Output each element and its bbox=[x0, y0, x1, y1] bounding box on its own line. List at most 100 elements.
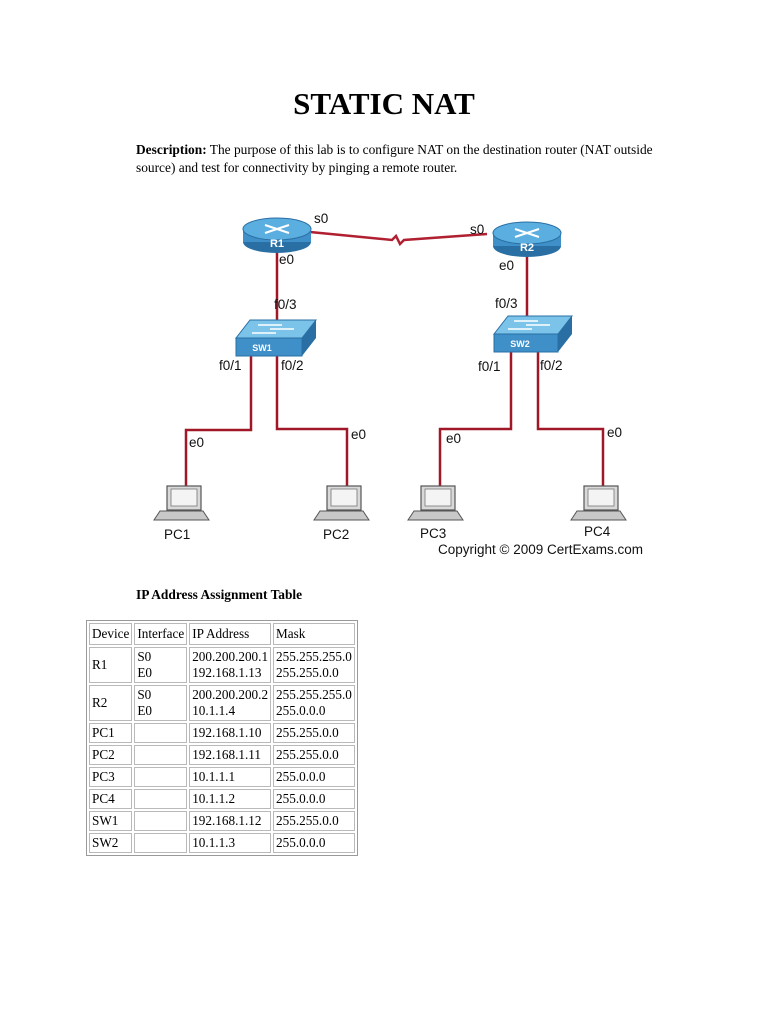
cell-interface bbox=[134, 789, 188, 809]
label-pc1-e0: e0 bbox=[189, 435, 204, 450]
cell-mask-line: 255.0.0.0 bbox=[276, 791, 326, 806]
label-pc4-e0: e0 bbox=[607, 425, 622, 440]
table-header-row: Device Interface IP Address Mask bbox=[89, 623, 355, 645]
computer-icon bbox=[407, 485, 464, 521]
router-arrows-icon bbox=[514, 228, 540, 238]
label-r1-e0: e0 bbox=[279, 252, 294, 267]
table-row: PC1 192.168.1.10 255.255.0.0 bbox=[89, 723, 355, 743]
label-sw1-f01: f0/1 bbox=[219, 358, 242, 373]
switch-arrows-icon bbox=[252, 324, 294, 334]
cell-mask-line: 255.255.0.0 bbox=[276, 665, 339, 680]
cell-mask-line: 255.255.0.0 bbox=[276, 813, 339, 828]
cell-mask: 255.0.0.0 bbox=[273, 789, 355, 809]
label-r1-s0: s0 bbox=[314, 211, 328, 226]
cell-mask-line: 255.255.255.0 bbox=[276, 649, 352, 664]
cell-interface-line: S0 bbox=[137, 649, 152, 664]
cell-mask-line: 255.0.0.0 bbox=[276, 835, 326, 850]
label-pc1: PC1 bbox=[164, 527, 190, 542]
computer-icon bbox=[570, 485, 627, 521]
label-pc4: PC4 bbox=[584, 524, 611, 539]
cell-ip-address-line: 192.168.1.12 bbox=[192, 813, 262, 828]
cell-interface bbox=[134, 723, 188, 743]
cell-ip-address-line: 192.168.1.11 bbox=[192, 747, 261, 762]
col-interface: Interface bbox=[134, 623, 188, 645]
cell-ip-address-line: 10.1.1.2 bbox=[192, 791, 236, 806]
label-r2-s0: s0 bbox=[470, 222, 484, 237]
cell-mask-line: 255.255.0.0 bbox=[276, 747, 339, 762]
col-device: Device bbox=[89, 623, 133, 645]
cell-interface bbox=[134, 745, 188, 765]
cell-ip-address: 10.1.1.1 bbox=[189, 767, 272, 787]
col-mask: Mask bbox=[273, 623, 355, 645]
cell-device: R1 bbox=[89, 647, 133, 683]
table-row: SW2 10.1.1.3 255.0.0.0 bbox=[89, 833, 355, 853]
description: Description: The purpose of this lab is … bbox=[136, 141, 688, 177]
cell-interface-line: E0 bbox=[137, 665, 152, 680]
label-pc2: PC2 bbox=[323, 527, 349, 542]
cell-device: SW2 bbox=[89, 833, 133, 853]
label-sw1-f03: f0/3 bbox=[274, 297, 297, 312]
description-label: Description: bbox=[136, 142, 207, 157]
pc4 bbox=[570, 485, 627, 521]
table-row: PC4 10.1.1.2 255.0.0.0 bbox=[89, 789, 355, 809]
cell-mask: 255.255.0.0 bbox=[273, 811, 355, 831]
table-heading: IP Address Assignment Table bbox=[136, 587, 303, 602]
cell-mask: 255.0.0.0 bbox=[273, 833, 355, 853]
cell-mask-line: 255.0.0.0 bbox=[276, 769, 326, 784]
cell-interface-line: E0 bbox=[137, 703, 152, 718]
cell-mask-line: 255.255.255.0 bbox=[276, 687, 352, 702]
cell-interface bbox=[134, 833, 188, 853]
cell-device: PC4 bbox=[89, 789, 133, 809]
cell-ip-address: 192.168.1.11 bbox=[189, 745, 272, 765]
cell-ip-address-line: 192.168.1.13 bbox=[192, 665, 262, 680]
cell-mask-line: 255.0.0.0 bbox=[276, 703, 326, 718]
cell-device: PC2 bbox=[89, 745, 133, 765]
switch-sw1-label: SW1 bbox=[252, 343, 272, 353]
cell-device: PC3 bbox=[89, 767, 133, 787]
label-pc3-e0: e0 bbox=[446, 431, 461, 446]
cell-device: PC1 bbox=[89, 723, 133, 743]
router-arrows-icon bbox=[264, 224, 290, 234]
table-row: PC2 192.168.1.11 255.255.0.0 bbox=[89, 745, 355, 765]
cell-interface bbox=[134, 811, 188, 831]
cell-ip-address: 10.1.1.3 bbox=[189, 833, 272, 853]
cell-ip-address-line: 192.168.1.10 bbox=[192, 725, 262, 740]
cell-ip-address-line: 200.200.200.2 bbox=[192, 687, 269, 702]
page-title: STATIC NAT bbox=[293, 86, 475, 121]
table-row: SW1 192.168.1.12 255.255.0.0 bbox=[89, 811, 355, 831]
ethernet-links bbox=[184, 250, 605, 487]
label-pc3: PC3 bbox=[420, 526, 446, 541]
cell-mask: 255.255.0.0 bbox=[273, 745, 355, 765]
computer-icon bbox=[153, 485, 210, 521]
table-row: PC3 10.1.1.1 255.0.0.0 bbox=[89, 767, 355, 787]
cell-ip-address: 192.168.1.10 bbox=[189, 723, 272, 743]
copyright: Copyright © 2009 CertExams.com bbox=[438, 542, 643, 557]
cell-mask: 255.255.0.0 bbox=[273, 723, 355, 743]
label-sw2-f03: f0/3 bbox=[495, 296, 518, 311]
router-r1: R1 bbox=[242, 217, 312, 253]
cell-ip-address: 10.1.1.2 bbox=[189, 789, 272, 809]
label-sw1-f02: f0/2 bbox=[281, 358, 304, 373]
switch-sw1: SW1 bbox=[234, 319, 318, 357]
col-ip-address: IP Address bbox=[189, 623, 272, 645]
router-r2: R2 bbox=[492, 221, 562, 257]
pc1 bbox=[153, 485, 210, 521]
router-r1-label: R1 bbox=[270, 238, 284, 250]
cell-mask: 255.0.0.0 bbox=[273, 767, 355, 787]
pc2 bbox=[313, 485, 370, 521]
cell-mask-line: 255.255.0.0 bbox=[276, 725, 339, 740]
cell-ip-address-line: 10.1.1.3 bbox=[192, 835, 236, 850]
cell-ip-address-line: 200.200.200.1 bbox=[192, 649, 269, 664]
router-r2-label: R2 bbox=[520, 242, 534, 254]
label-pc2-e0: e0 bbox=[351, 427, 366, 442]
cell-device: SW1 bbox=[89, 811, 133, 831]
